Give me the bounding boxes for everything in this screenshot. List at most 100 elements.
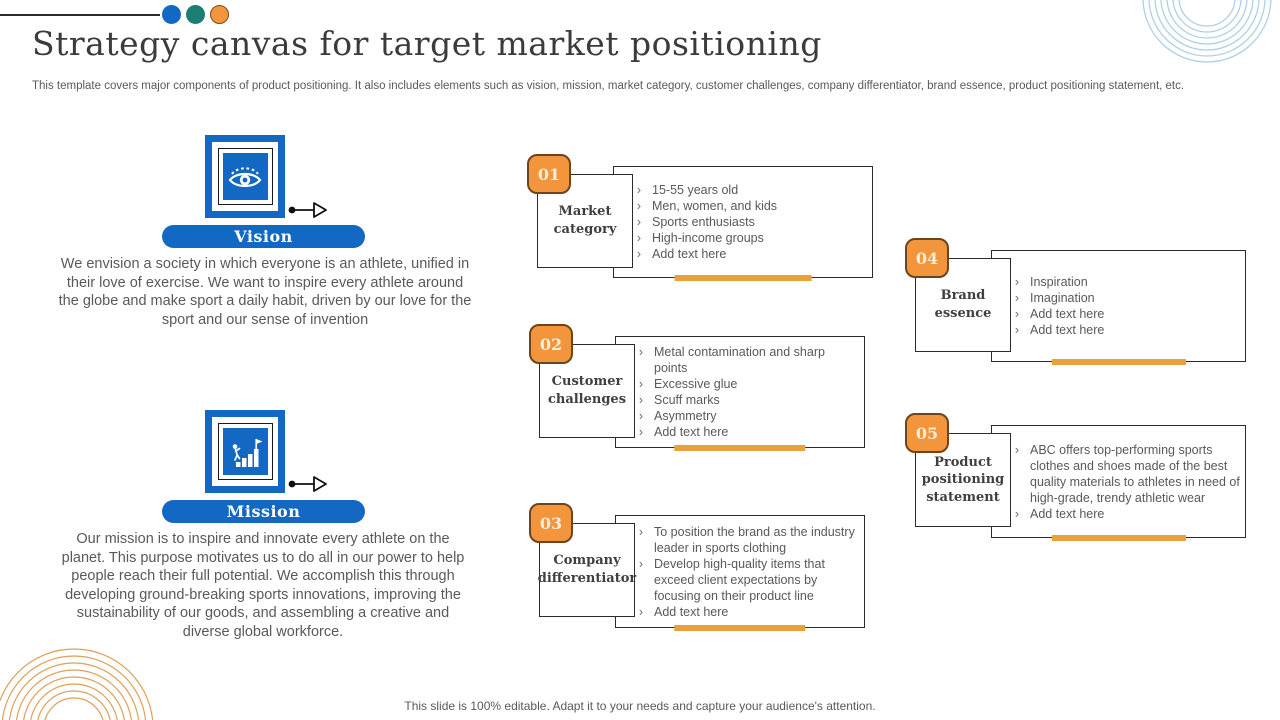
bullet-marker: › [638, 393, 644, 407]
bullet-marker: › [1014, 291, 1020, 305]
vision-arrow-icon [288, 202, 327, 218]
header-rule-line [0, 14, 160, 16]
vision-statement-text: We envision a society in which everyone … [58, 256, 472, 328]
bullet-marker: › [638, 409, 644, 423]
bullet-text: High-income groups [652, 231, 764, 245]
list-item: › Asymmetry [628, 408, 860, 424]
bullet-marker: › [636, 231, 642, 245]
bullet-marker: › [636, 247, 642, 261]
list-item: › Men, women, and kids [626, 198, 868, 214]
bullet-marker: › [1014, 323, 1020, 337]
vision-icon-frame [205, 135, 285, 218]
bullet-text: Add text here [652, 247, 727, 261]
number-badge-01: 01 [527, 154, 571, 194]
orange-accent-bar [1051, 535, 1186, 541]
list-item: › Add text here [626, 246, 868, 262]
eye-icon [228, 167, 262, 188]
vision-icon-inner-frame [217, 148, 273, 205]
orange-accent-bar [674, 445, 806, 451]
orange-accent-bar [674, 625, 806, 631]
bullet-text: ABC offers top-performing sports clothes… [1030, 442, 1240, 505]
page-subtitle: This template covers major components of… [32, 80, 1185, 92]
bullet-marker: › [636, 183, 642, 197]
mission-icon-tile [222, 428, 268, 475]
list-item: › Add text here [628, 604, 860, 620]
bullet-marker: › [638, 425, 644, 439]
concentric-rings-top-right [1142, 0, 1272, 63]
orange-accent-bar [1051, 359, 1186, 365]
bullet-text: Add text here [654, 425, 729, 439]
bullet-marker: › [638, 377, 644, 391]
bullet-marker: › [638, 604, 644, 619]
vision-label-pill: Vision [162, 225, 365, 248]
company-differentiator-content-box: › To position the brand as the industry l… [615, 515, 865, 631]
bullet-text: Develop high-quality items that exceed c… [654, 556, 825, 603]
bullet-text: 15-55 years old [652, 183, 739, 197]
mission-label-pill: Mission [162, 500, 365, 523]
number-badge-05: 05 [905, 413, 949, 453]
bullet-text: To position the brand as the industry le… [654, 524, 855, 555]
teal-dot-decoration [186, 5, 205, 24]
list-item: › Add text here [1004, 506, 1241, 522]
list-item: › Develop high-quality items that exceed … [628, 556, 860, 604]
bullet-text: Asymmetry [654, 409, 717, 423]
bullet-text: Add text here [654, 604, 729, 619]
list-item: › Imagination [1004, 290, 1241, 306]
bullet-marker: › [638, 345, 644, 359]
bullet-text: Inspiration [1030, 275, 1088, 289]
bullet-text: Excessive glue [654, 377, 738, 391]
bullet-marker: › [1014, 442, 1020, 457]
list-item: › Inspiration [1004, 274, 1241, 290]
list-item: › 15-55 years old [626, 182, 868, 198]
growth-chart-flag-icon [232, 438, 263, 467]
number-badge-04: 04 [905, 238, 949, 278]
bullet-text: Men, women, and kids [652, 199, 778, 213]
footer-note: This slide is 100% editable. Adapt it to… [404, 699, 876, 713]
bullet-marker: › [1014, 307, 1020, 321]
number-badge-03: 03 [529, 503, 573, 543]
mission-icon-inner-frame [217, 423, 273, 480]
orange-dot-decoration [210, 5, 229, 24]
list-item: › Add text here [1004, 322, 1241, 338]
mission-icon-frame [205, 410, 285, 493]
number-badge-02: 02 [529, 324, 573, 364]
vision-icon-tile [222, 153, 268, 200]
brand-essence-bullet-list: › Inspiration › Imagination › Add text here… [992, 274, 1245, 338]
market-category-bullet-list: › 15-55 years old › Men, women, and kids ›… [614, 182, 872, 262]
bullet-marker: › [636, 215, 642, 229]
bullet-text: Add text here [1030, 506, 1105, 521]
mission-statement-text: Our mission is to inspire and innovate e… [61, 531, 465, 640]
company-differentiator-bullet-list: › To position the brand as the industry l… [616, 524, 864, 620]
concentric-rings-bottom-left [0, 648, 154, 720]
product-positioning-label: Product positioning statement [915, 433, 1011, 527]
blue-dot-decoration [162, 5, 181, 24]
bullet-text: Imagination [1030, 291, 1095, 305]
list-item: › High-income groups [626, 230, 868, 246]
list-item: › Sports enthusiasts [626, 214, 868, 230]
bullet-marker: › [1014, 506, 1020, 521]
bullet-text: Sports enthusiasts [652, 215, 755, 229]
bullet-marker: › [1014, 275, 1020, 289]
list-item: › Scuff marks [628, 392, 860, 408]
product-positioning-content-box: › ABC offers top-performing sports clothe… [991, 425, 1246, 541]
product-positioning-bullet-list: › ABC offers top-performing sports clothe… [992, 442, 1245, 522]
brand-essence-content-box: › Inspiration › Imagination › Add text here… [991, 250, 1246, 365]
page-title: Strategy canvas for target market positi… [32, 24, 822, 63]
mission-arrow-icon [288, 476, 327, 492]
bullet-marker: › [636, 199, 642, 213]
bullet-text: Add text here [1030, 323, 1105, 337]
list-item: › Add text here [1004, 306, 1241, 322]
bullet-text: Metal contamination and sharp points [654, 345, 825, 375]
bullet-text: Add text here [1030, 307, 1105, 321]
bullet-text: Scuff marks [654, 393, 720, 407]
orange-accent-bar [674, 275, 812, 281]
list-item: › To position the brand as the industry l… [628, 524, 860, 556]
list-item: › ABC offers top-performing sports clothe… [1004, 442, 1241, 506]
list-item: › Excessive glue [628, 376, 860, 392]
list-item: › Add text here [628, 424, 860, 440]
bullet-marker: › [638, 556, 644, 571]
market-category-content-box: › 15-55 years old › Men, women, and kids ›… [613, 166, 873, 281]
list-item: › Metal contamination and sharp points [628, 344, 860, 376]
bullet-marker: › [638, 524, 644, 539]
